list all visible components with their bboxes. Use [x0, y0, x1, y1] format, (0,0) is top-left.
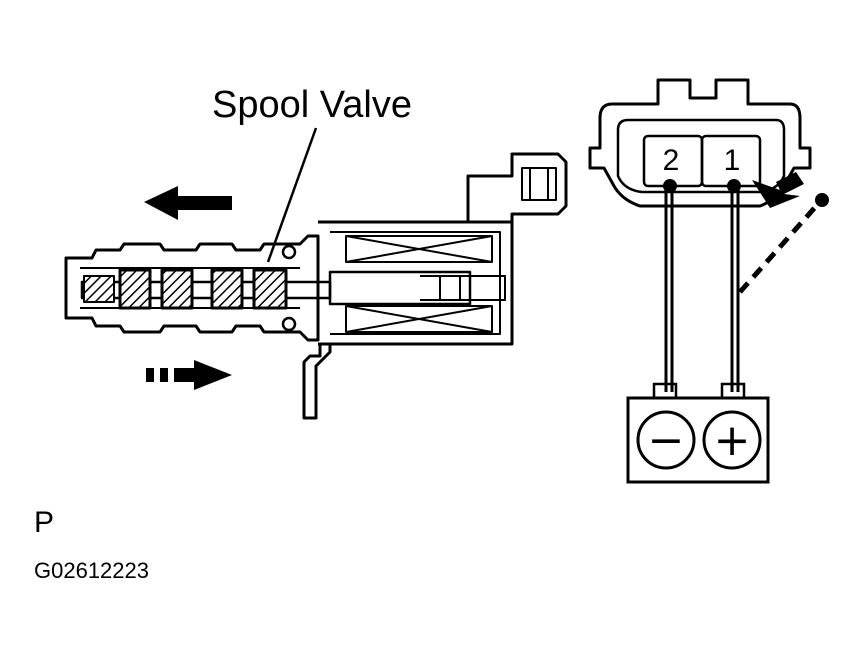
battery-negative-sign: − — [648, 415, 685, 466]
pin-terminal-1 — [727, 179, 741, 193]
disconnect-arrow — [752, 172, 804, 208]
spool-land-2 — [160, 268, 194, 310]
mounting-bracket — [302, 344, 332, 420]
coil-top — [345, 235, 493, 263]
battery — [626, 382, 770, 484]
flow-arrow-right-dashed — [146, 360, 232, 390]
plunger — [328, 270, 472, 306]
battery-positive-circle — [702, 410, 762, 470]
o-ring-bottom — [281, 316, 297, 332]
spool-valve-label: Spool Valve — [212, 84, 412, 126]
battery-body — [626, 396, 770, 484]
oil-control-valve — [64, 152, 568, 420]
view-letter: P — [34, 506, 55, 539]
figure-code: G02612223 — [34, 558, 149, 583]
spool-land-4 — [252, 268, 288, 310]
coil-bottom — [345, 305, 493, 333]
battery-positive-sign: + — [714, 415, 751, 466]
valve-sleeve — [64, 234, 320, 342]
spool-land-1 — [118, 268, 152, 310]
flow-arrow-left — [144, 186, 232, 220]
solenoid-housing — [318, 220, 514, 346]
battery-negative-circle — [636, 410, 696, 470]
dashed-wire-end — [815, 193, 829, 207]
ocv-connector — [466, 152, 568, 222]
spool-valve-leader — [266, 127, 318, 263]
o-ring-top — [281, 244, 297, 260]
connector-face — [588, 78, 812, 208]
pin-label-2: 2 — [663, 144, 680, 177]
dashed-wire — [738, 202, 820, 294]
spool-land-3 — [210, 268, 244, 310]
pin-terminal-2 — [663, 179, 677, 193]
pin-label-1: 1 — [724, 144, 741, 177]
